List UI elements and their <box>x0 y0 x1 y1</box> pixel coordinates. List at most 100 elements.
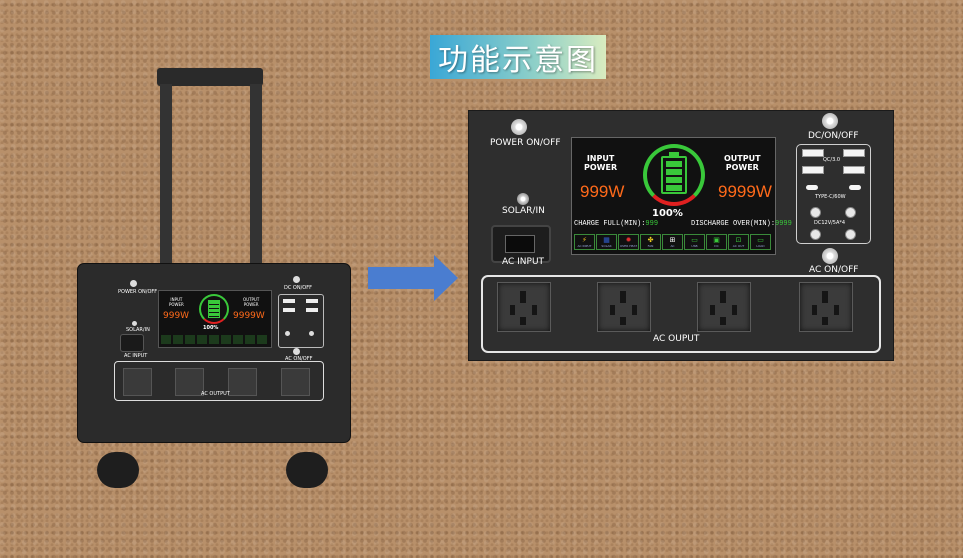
status-icon-row: ⚡AC INPUT▦SOLAR✹OVER HEAT✤FAN⊞AC▭USB▣DC⊡… <box>574 234 771 250</box>
small-dc-panel <box>278 294 324 348</box>
status-icon: ▭ <box>757 235 764 244</box>
status-icon-cell: ⊡AC OUT <box>728 234 749 250</box>
lcd-screen: INPUT POWER OUTPUT POWER 999W 9999W 100%… <box>571 137 792 255</box>
dc12-label: DC12V/5A*4 <box>814 220 846 226</box>
status-icon-cell: ▭USB <box>684 234 705 250</box>
status-icon-label: OVER HEAT <box>619 243 638 248</box>
power-button-icon <box>511 119 527 135</box>
solar-label: SOLAR/IN <box>502 206 545 216</box>
power-label: POWER ON/OFF <box>490 138 561 148</box>
small-battery-icon <box>208 300 220 318</box>
trolley-handle <box>157 68 263 86</box>
socket-icon <box>123 368 152 396</box>
typec-label: TYPE-C/60W <box>815 194 846 200</box>
status-icon-label: AC <box>670 243 675 248</box>
socket-icon <box>799 282 853 332</box>
dc-jack-icon <box>845 207 856 218</box>
usb-port-icon <box>802 149 824 157</box>
battery-icon <box>661 156 687 194</box>
socket-icon <box>228 368 257 396</box>
dc-jack-icon <box>810 207 821 218</box>
small-input-watts: 999W <box>163 311 190 321</box>
ac-output-label: AC OUTPUT <box>201 391 230 397</box>
qc-label: QC/3.0 <box>823 157 841 163</box>
charge-full-value: 999 <box>645 220 659 228</box>
usb-port-icon <box>283 299 295 303</box>
battery-percent: 100% <box>652 208 683 219</box>
status-icon: ▦ <box>603 235 610 244</box>
small-ac-output-panel: AC OUTPUT <box>114 361 324 401</box>
usb-c-port-icon <box>849 185 861 190</box>
dc-jack-icon <box>810 229 821 240</box>
ac-input-port <box>491 225 551 263</box>
status-icon: ⊞ <box>669 235 676 244</box>
dc-label: DC ON/OFF <box>284 285 312 291</box>
charge-full-label: CHARGE FULL(MIN): <box>574 220 646 228</box>
usb-port-icon <box>306 299 318 303</box>
status-icon-cell: ✤FAN <box>640 234 661 250</box>
status-icon: ▭ <box>691 235 698 244</box>
socket-icon <box>175 368 204 396</box>
status-icon: ▣ <box>713 235 720 244</box>
dc-output-panel: QC/3.0 TYPE-C/60W DC12V/5A*4 <box>796 144 871 244</box>
usb-port-icon <box>843 166 865 174</box>
discharge-label: DISCHARGE OVER(MIN): <box>691 220 776 228</box>
battery-ring-icon <box>643 144 705 206</box>
ac-output-label: AC OUPUT <box>653 334 700 344</box>
status-icon-label: SOLAR <box>601 243 612 248</box>
socket-icon <box>697 282 751 332</box>
status-icon: ⊡ <box>735 235 742 244</box>
ac-input-label: AC INPUT <box>502 257 545 267</box>
ac-output-panel: AC OUPUT <box>481 275 881 353</box>
status-icon-label: FAN <box>647 243 654 248</box>
ac-onoff-label: AC ON/OFF <box>809 265 859 275</box>
dc-jack-icon <box>845 229 856 240</box>
socket-icon <box>281 368 310 396</box>
status-icon-label: LOAD <box>756 243 765 248</box>
discharge-value: 9999 <box>775 220 792 228</box>
power-station-body: POWER ON/OFF DC ON/OFF INPUT POWER OUTPU… <box>78 264 350 442</box>
small-battery-ring-icon <box>199 294 229 324</box>
status-icon-label: AC OUT <box>732 243 745 248</box>
wheel-left-icon <box>97 452 139 488</box>
status-icon-label: USB <box>691 243 698 248</box>
status-icon-cell: ⊞AC <box>662 234 683 250</box>
ac-input-label: AC INPUT <box>124 353 148 359</box>
charge-full-readout: CHARGE FULL(MIN):999 <box>574 220 658 228</box>
handle-bar-right <box>250 84 262 266</box>
socket-icon <box>597 282 651 332</box>
dc-label: DC/ON/OFF <box>808 131 859 141</box>
small-icon-row <box>161 335 267 344</box>
ac-input-port <box>120 334 144 352</box>
dc-led-icon <box>293 276 300 283</box>
usb-port-icon <box>306 308 318 312</box>
output-power-label: OUTPUT POWER <box>724 154 761 172</box>
solar-port-icon <box>132 321 137 326</box>
small-lcd-screen: INPUT POWER OUTPUT POWER 999W 9999W 100% <box>158 290 272 348</box>
solar-label: SOLAR/IN <box>126 327 150 333</box>
wheel-right-icon <box>286 452 328 488</box>
small-input-label: INPUT POWER <box>169 297 184 307</box>
status-icon-label: AC INPUT <box>577 243 592 248</box>
ac-led-icon <box>293 348 300 355</box>
dc-button-icon <box>822 113 838 129</box>
front-panel-detail: POWER ON/OFF SOLAR/IN AC INPUT INPUT POW… <box>469 111 893 360</box>
battery-cap-icon <box>669 152 679 156</box>
handle-bar-left <box>160 84 172 266</box>
status-icon: ✹ <box>625 235 632 244</box>
status-icon: ⚡ <box>582 235 587 244</box>
usb-port-icon <box>843 149 865 157</box>
page-title: 功能示意图 <box>430 35 606 79</box>
small-percent: 100% <box>203 325 219 331</box>
small-output-label: OUTPUT POWER <box>243 297 260 307</box>
discharge-readout: DISCHARGE OVER(MIN):9999 <box>691 220 792 228</box>
power-label: POWER ON/OFF <box>118 289 158 295</box>
status-icon-cell: ▣DC <box>706 234 727 250</box>
ac-button-icon <box>822 248 838 264</box>
usb-port-icon <box>802 166 824 174</box>
small-output-watts: 9999W <box>233 311 265 321</box>
dc-jack-icon <box>285 331 290 336</box>
input-watts: 999W <box>580 182 625 201</box>
input-power-label: INPUT POWER <box>584 154 618 172</box>
status-icon-label: DC <box>714 243 719 248</box>
